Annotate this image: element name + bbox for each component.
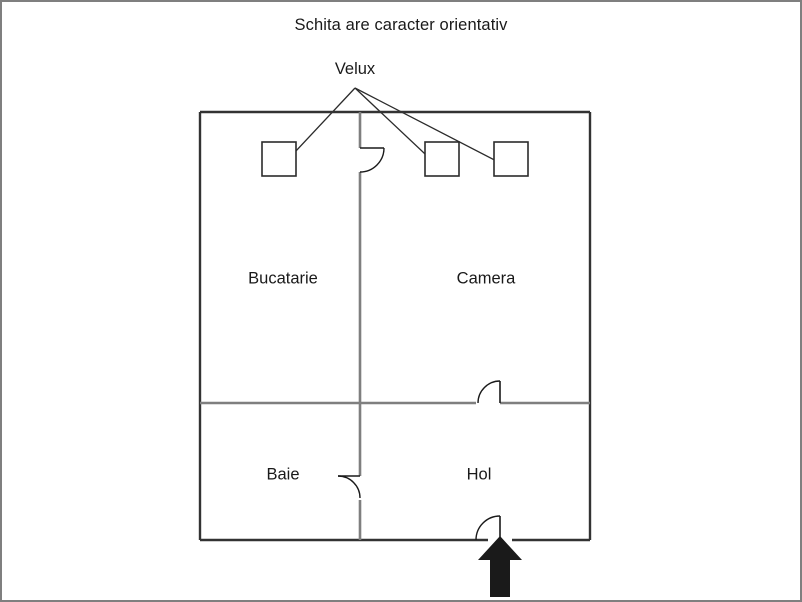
door-swing-arc-entrance	[475, 515, 501, 541]
door-swing-arc-baie-hol	[337, 475, 361, 499]
velux-leader-lines	[279, 87, 511, 170]
door-swing-arc-bucatarie-camera	[359, 147, 385, 173]
page-title: Schita are caracter orientativ	[294, 16, 508, 34]
room-label-camera: Camera	[456, 269, 516, 288]
room-label-baie: Baie	[266, 465, 300, 484]
velux-leader-line-3	[354, 87, 511, 169]
velux-square-3	[493, 141, 529, 177]
room-label-hol: Hol	[466, 465, 492, 484]
skylight-squares	[261, 141, 529, 177]
door-swing-arc-camera-hol	[477, 380, 501, 404]
door-entrance	[475, 515, 501, 541]
outer-walls	[198, 110, 592, 542]
velux-square-1	[261, 141, 297, 177]
entrance-arrow-icon	[478, 536, 522, 597]
door-baie-hol	[337, 475, 361, 499]
room-label-bucatarie: Bucatarie	[248, 269, 318, 288]
door-bucatarie-camera	[359, 147, 385, 173]
velux-annotation-label: Velux	[334, 60, 376, 78]
velux-square-2	[424, 141, 460, 177]
door-camera-hol	[477, 380, 501, 404]
